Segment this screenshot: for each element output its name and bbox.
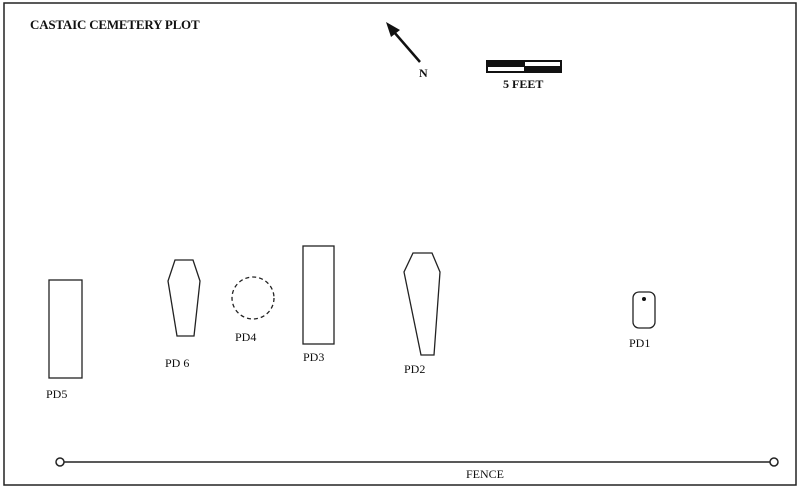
burial-label-pd2: PD2	[404, 362, 426, 376]
burial-pd4	[231, 276, 275, 320]
burial-pd5	[48, 279, 83, 379]
burial-pd1	[632, 291, 656, 329]
burial-label-pd5: PD5	[46, 387, 68, 401]
page-title: CASTAIC CEMETERY PLOT	[30, 17, 200, 32]
north-arrow-icon	[386, 22, 421, 63]
burial-label-pd3: PD3	[303, 350, 325, 364]
burial-pd2	[403, 252, 441, 356]
burial-pd6	[167, 259, 201, 337]
burial-pd3	[302, 245, 335, 345]
north-label: N	[419, 66, 428, 80]
map-border	[3, 2, 797, 486]
burial-label-pd1: PD1	[629, 336, 651, 350]
burial-label-pd6: PD 6	[165, 356, 190, 370]
scale-bar	[486, 60, 562, 73]
fence-label: FENCE	[466, 467, 505, 481]
fence	[55, 457, 779, 467]
burial-label-pd4: PD4	[235, 330, 257, 344]
scale-label: 5 FEET	[503, 77, 544, 91]
pd1-marker	[642, 297, 646, 301]
